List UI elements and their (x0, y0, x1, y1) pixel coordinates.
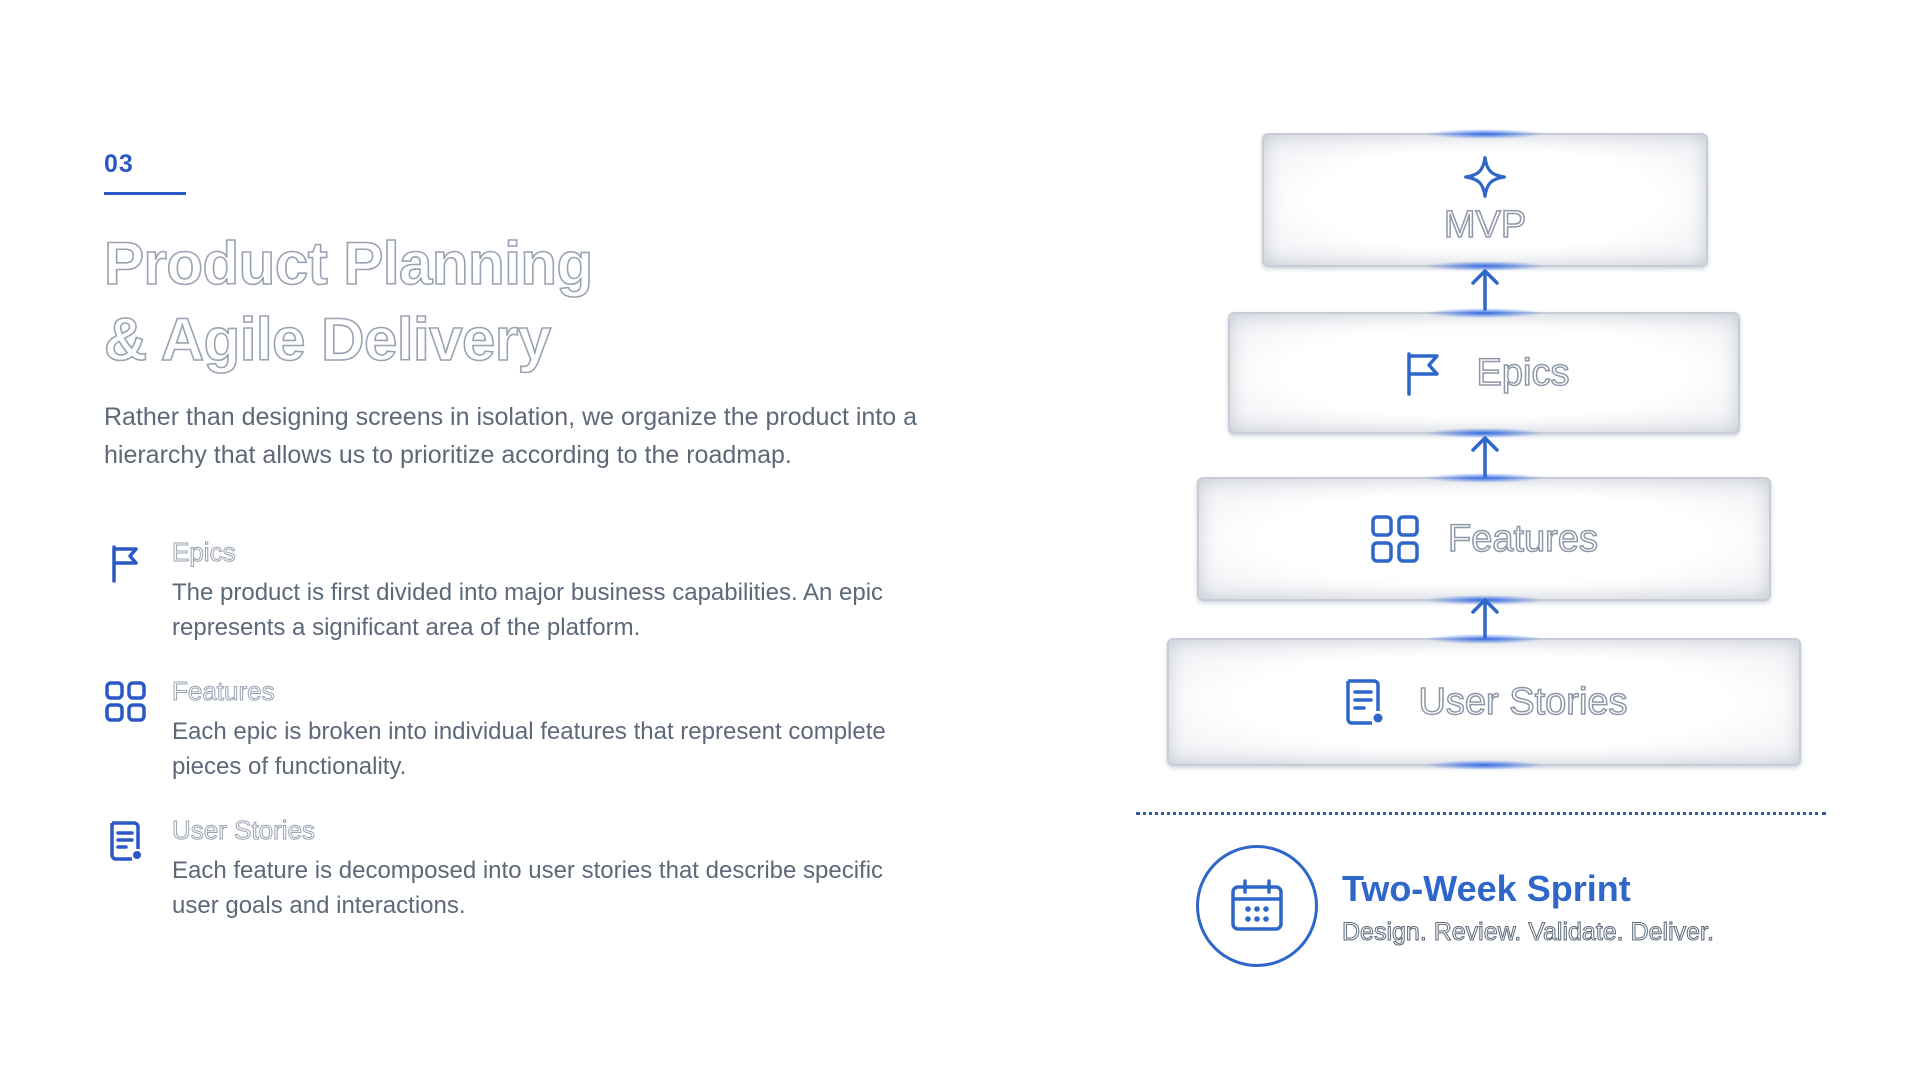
hierarchy-level-user-stories-label: User Stories (1418, 680, 1629, 724)
hierarchy-level-epics: Epics (1228, 312, 1740, 434)
grid-icon (1371, 515, 1419, 563)
hierarchy-level-features-label: Features (1447, 517, 1598, 561)
intro-text: Rather than designing screens in isolati… (104, 403, 918, 469)
dotted-divider (1136, 812, 1826, 815)
flag-icon (112, 545, 138, 583)
calendar-icon (1231, 879, 1283, 931)
hierarchy-level-mvp: MVP (1262, 133, 1708, 267)
hierarchy-level-user-stories: User Stories (1167, 638, 1801, 766)
item-features-text: Each epic is broken into individual feat… (172, 718, 886, 780)
hierarchy-level-features: Features (1197, 477, 1771, 601)
hierarchy-level-mvp-label: MVP (1443, 203, 1527, 247)
sprint-subtitle: Design. Review. Validate. Deliver. (1342, 918, 1715, 947)
grid-icon (105, 681, 146, 722)
document-icon (110, 821, 141, 861)
slide-number: 03 (104, 150, 134, 178)
flag-icon (1406, 352, 1439, 396)
arrow-up-icon (1471, 269, 1499, 311)
page-title: Product Planning & Agile Delivery (103, 226, 594, 378)
item-epics-title: Epics (172, 537, 237, 568)
item-features-title: Features (172, 676, 276, 707)
item-epics-text: The product is first divided into major … (172, 579, 884, 641)
page-title-line-1: Product Planning (103, 229, 594, 298)
page-title-line-2: & Agile Delivery (103, 305, 552, 374)
hierarchy-level-epics-label: Epics (1476, 351, 1570, 395)
item-user-stories-text: Each feature is decomposed into user sto… (172, 857, 884, 919)
sprint-badge (1196, 845, 1318, 967)
slide-number-underline (104, 192, 186, 195)
arrow-up-icon (1471, 436, 1499, 478)
document-icon (1346, 679, 1383, 725)
sparkle-icon (1464, 155, 1506, 198)
sprint-title: Two-Week Sprint (1342, 868, 1631, 909)
item-user-stories-title: User Stories (171, 815, 316, 846)
arrow-up-icon (1471, 598, 1499, 640)
